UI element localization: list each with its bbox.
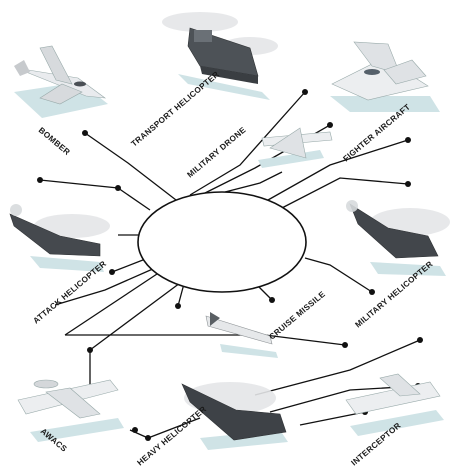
- connector-bomber: [84, 132, 177, 201]
- transport-helicopter-icon: [162, 12, 278, 100]
- connector-long-3: [65, 334, 346, 346]
- connector-fighter-2: [277, 177, 409, 211]
- military-helicopter-icon: [346, 200, 450, 276]
- node-dot: [82, 130, 88, 136]
- node-dot: [302, 89, 308, 95]
- fighter-aircraft-icon: [330, 41, 440, 112]
- connector-transport-helicopter: [189, 91, 306, 196]
- military-drone-icon: [258, 127, 333, 168]
- label-military-drone: MILITARY DRONE: [186, 125, 248, 179]
- label-bomber: BOMBER: [37, 126, 72, 157]
- bomber-icon: [14, 45, 108, 118]
- connector-right-low: [299, 411, 366, 426]
- connector-military-helicopter: [304, 257, 373, 293]
- node-dot: [269, 297, 275, 303]
- connector-long-1: [64, 271, 161, 336]
- node-dot: [87, 347, 93, 353]
- attack-helicopter-icon: [9, 204, 110, 272]
- connector-attack-helicopter: [54, 267, 156, 306]
- node-dot: [342, 342, 348, 348]
- interceptor-icon: [345, 373, 444, 436]
- connector-left-1: [39, 179, 151, 211]
- node-dot: [145, 435, 151, 441]
- node-dot: [115, 185, 121, 191]
- connector-fighter-aircraft: [267, 139, 409, 201]
- node-dot: [109, 269, 115, 275]
- node-dot: [37, 177, 43, 183]
- label-transport-helicopter: TRANSPORT HELICOPTER: [130, 70, 222, 149]
- node-dot: [405, 181, 411, 187]
- node-dot: [417, 337, 423, 343]
- node-dot: [405, 137, 411, 143]
- heavy-helicopter-icon: [181, 382, 288, 450]
- connector-military-drone: [224, 171, 283, 193]
- connector-long-2: [89, 282, 181, 351]
- cruise-missile-icon: [205, 312, 278, 358]
- node-dot: [132, 427, 138, 433]
- connector-left-3: [111, 257, 149, 273]
- awacs-icon: [17, 379, 124, 442]
- central-hub: [137, 191, 307, 293]
- connector-heavy-helicopter: [254, 339, 421, 396]
- node-dot: [327, 122, 333, 128]
- node-dot: [369, 289, 375, 295]
- node-dot: [175, 303, 181, 309]
- label-cruise-missile: CRUISE MISSILE: [268, 289, 328, 341]
